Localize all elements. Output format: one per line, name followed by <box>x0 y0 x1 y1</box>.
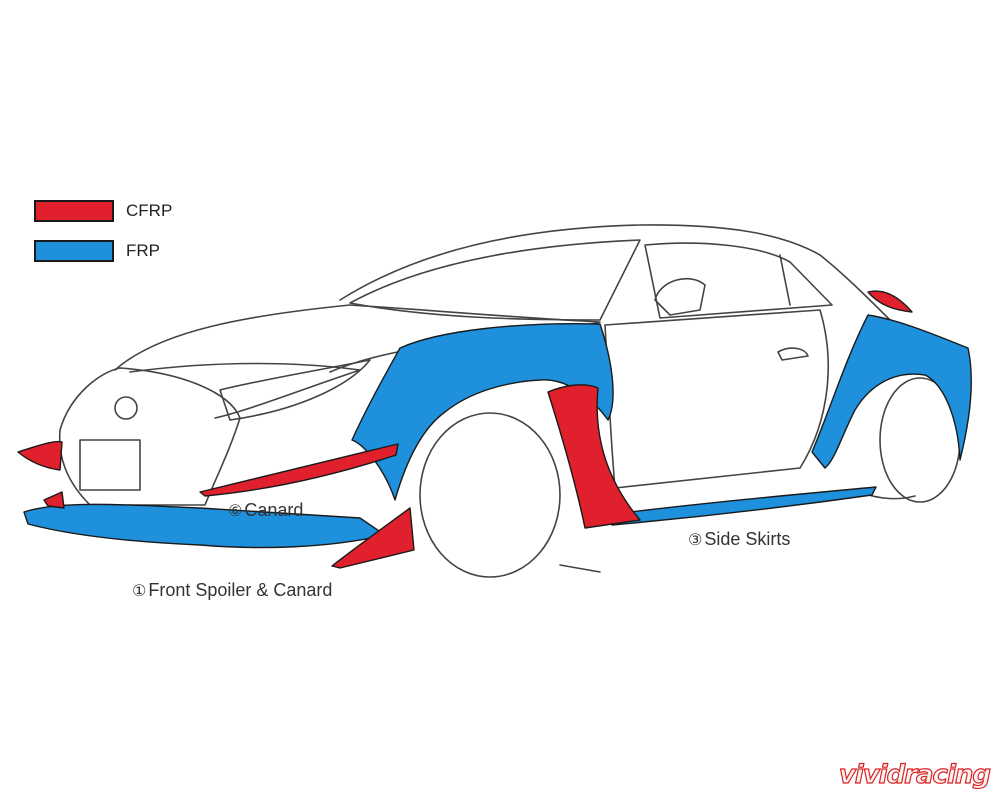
legend-swatch-cfrp <box>34 200 114 222</box>
label-front-spoiler-number: ① <box>132 581 147 600</box>
front-bumper-outline <box>58 367 241 506</box>
legend-label-cfrp: CFRP <box>126 201 173 220</box>
label-canard-text: Canard <box>244 500 304 520</box>
headlight-outline <box>219 359 371 421</box>
label-canard-number: ⑥ <box>228 501 243 520</box>
cfrp-canard-front <box>199 443 399 497</box>
license-plate-outline <box>79 439 141 491</box>
legend-item-frp: FRP <box>34 240 160 262</box>
label-side-skirts-text: Side Skirts <box>704 529 791 549</box>
cfrp-lower-canard-left <box>43 491 65 509</box>
front-wheel-outline <box>419 412 561 578</box>
watermark-logo: vividracing <box>838 759 991 790</box>
emblem-outline <box>114 396 138 420</box>
side-window-outline <box>644 242 833 319</box>
car-roof-outline <box>339 224 891 321</box>
cfrp-front-spoiler-canard <box>331 507 415 569</box>
legend-swatch-frp <box>34 240 114 262</box>
frp-side-skirt <box>599 486 877 526</box>
label-side-skirts-number: ③ <box>688 530 703 549</box>
label-front-spoiler-text: Front Spoiler & Canard <box>148 580 333 600</box>
frp-front-fender <box>351 323 614 501</box>
cfrp-left-canard <box>17 440 63 471</box>
mirror-outline <box>654 277 706 316</box>
frp-front-spoiler <box>23 503 386 549</box>
door-outline <box>604 309 829 489</box>
cfrp-side-canard <box>547 384 641 529</box>
windshield-outline <box>349 239 641 321</box>
frp-rear-fender <box>811 314 972 469</box>
cfrp-rear-duct <box>867 290 913 313</box>
legend-label-frp: FRP <box>126 241 160 260</box>
legend-item-cfrp: CFRP <box>34 200 172 222</box>
door-handle-outline <box>777 347 809 361</box>
